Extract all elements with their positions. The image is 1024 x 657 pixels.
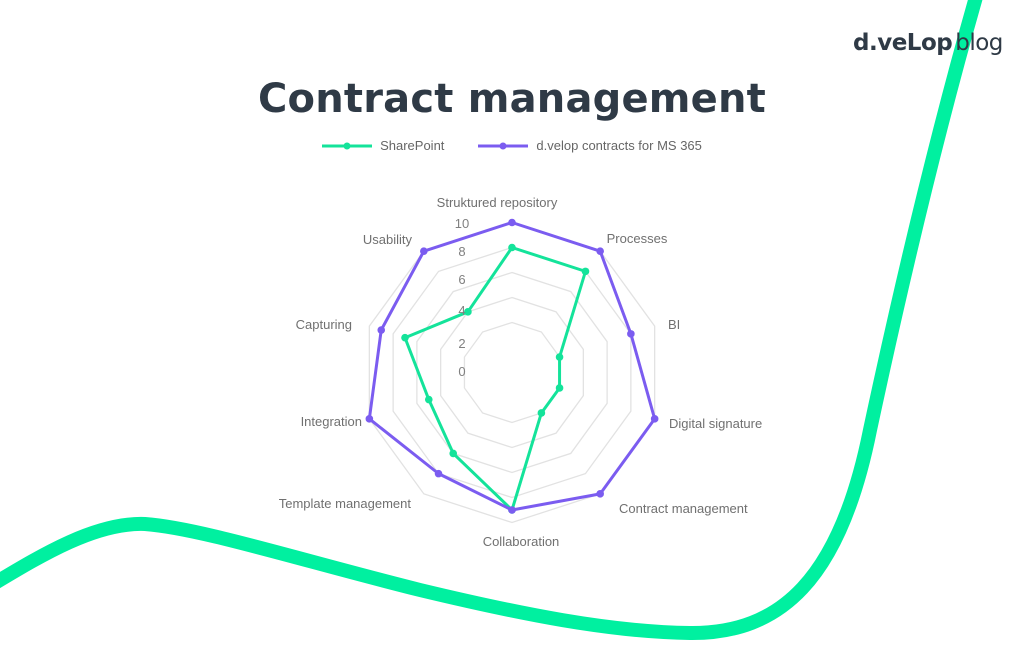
grid-ring [392, 246, 632, 499]
data-point[interactable] [449, 449, 458, 458]
data-point[interactable] [401, 333, 409, 342]
data-point[interactable] [424, 395, 433, 404]
legend-label: SharePoint [380, 138, 445, 153]
data-point[interactable] [464, 308, 472, 316]
data-point[interactable] [508, 243, 516, 252]
radial-tick: 6 [458, 272, 465, 287]
radial-tick: 4 [458, 303, 465, 318]
data-point[interactable] [420, 247, 428, 255]
axis-label: Processes [607, 231, 668, 246]
data-point[interactable] [508, 506, 516, 514]
data-point[interactable] [377, 326, 386, 334]
data-point[interactable] [508, 218, 516, 227]
data-point[interactable] [650, 415, 659, 423]
axis-label: Capturing [296, 317, 352, 332]
radar-series [365, 218, 659, 514]
axis-label: Struktured repository [437, 195, 558, 210]
axis-label: Collaboration [483, 534, 560, 549]
legend-line-icon [322, 142, 373, 149]
data-point[interactable] [434, 469, 443, 478]
axis-label: Usability [363, 232, 413, 247]
data-point[interactable] [537, 409, 546, 417]
data-point[interactable] [596, 247, 604, 255]
radial-tick: 0 [458, 364, 465, 379]
legend-item-sharepoint[interactable]: SharePoint [322, 138, 444, 153]
data-point[interactable] [555, 353, 564, 361]
brand-suffix: blog [955, 30, 1003, 56]
grid-ring [416, 271, 608, 474]
legend-line-icon [478, 142, 529, 149]
series-line [367, 221, 657, 512]
radial-tick: 2 [458, 336, 465, 351]
axis-label: Template management [279, 496, 412, 511]
radial-tick: 10 [455, 216, 469, 231]
grid-ring [463, 321, 561, 424]
legend-item-dvelop[interactable]: d.velop contracts for MS 365 [478, 138, 702, 153]
chart-title: Contract management [257, 76, 767, 122]
series-line [403, 246, 587, 512]
radial-tick-labels: 0 2 4 6 8 10 [455, 216, 469, 379]
grid-ring [368, 221, 656, 524]
legend-label: d.velop contracts for MS 365 [536, 138, 702, 153]
axis-label: BI [668, 317, 680, 332]
grid-ring [440, 296, 584, 449]
axis-label: Integration [301, 414, 362, 429]
radial-tick: 8 [458, 244, 465, 259]
data-point[interactable] [627, 330, 635, 338]
brand-name: d.veLop [853, 30, 953, 56]
radar-grid [368, 221, 656, 524]
axis-label: Digital signature [669, 416, 762, 431]
data-point[interactable] [555, 384, 564, 392]
data-point[interactable] [596, 490, 604, 498]
chart-legend: SharePoint d.velop contracts for MS 365 [0, 138, 1024, 153]
axis-label: Contract management [619, 501, 748, 516]
data-point[interactable] [365, 415, 374, 423]
data-point[interactable] [581, 267, 590, 276]
